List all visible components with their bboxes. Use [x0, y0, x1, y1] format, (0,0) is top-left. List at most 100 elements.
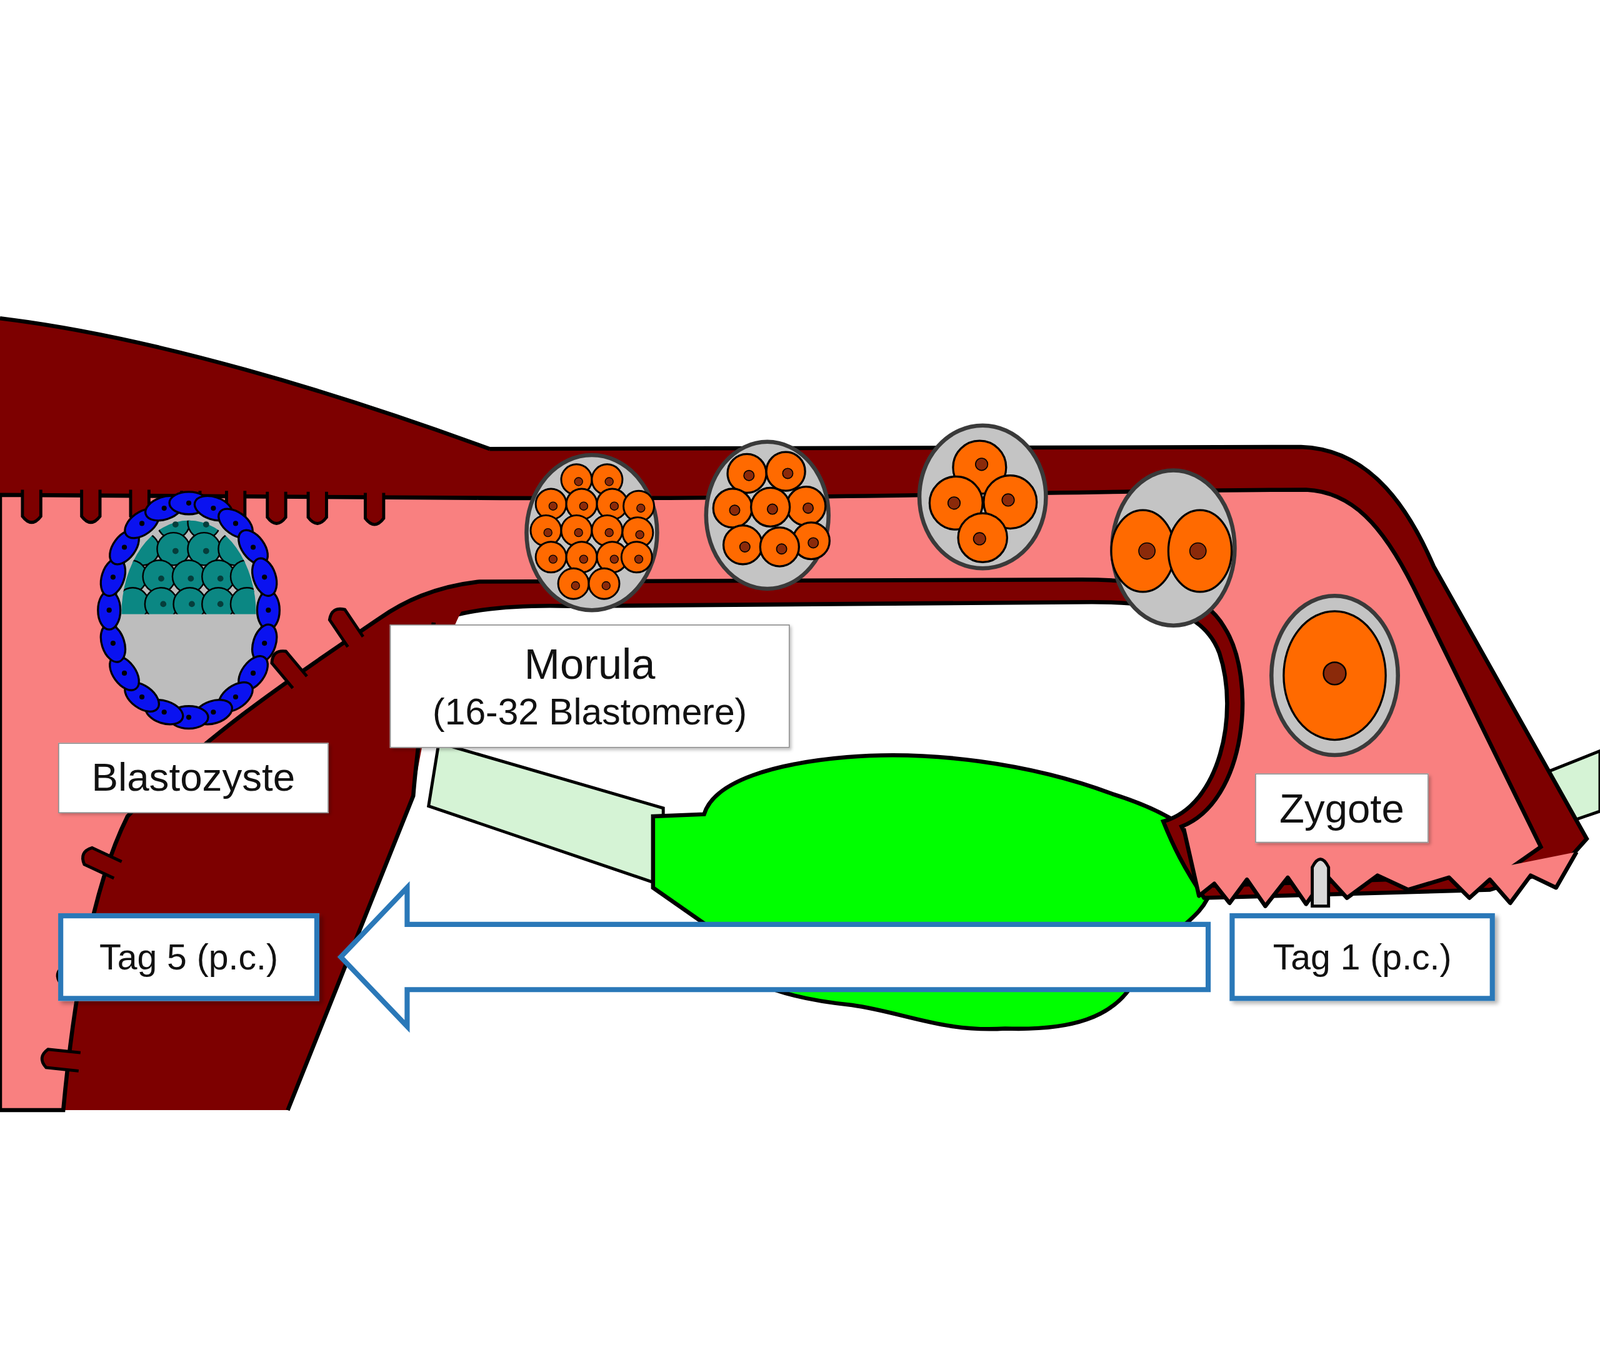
nucleus [729, 505, 740, 515]
gland [326, 605, 364, 647]
ligament [428, 742, 664, 886]
node-text: Zygote [1279, 783, 1405, 833]
stage-label: Zygote [1255, 773, 1429, 843]
inner-cell-mass-cell [173, 587, 207, 620]
blastomere [760, 527, 799, 567]
nucleus [1323, 661, 1347, 685]
gland [267, 491, 286, 524]
nucleus [261, 574, 267, 580]
blastomere [1111, 510, 1175, 592]
nucleus [571, 581, 580, 590]
nucleus [1138, 542, 1155, 559]
nucleus [121, 670, 127, 676]
nucleus [233, 694, 239, 700]
nucleus [635, 555, 644, 564]
nucleus [139, 520, 145, 526]
node-text: Tag 1 (p.c.) [1273, 935, 1452, 979]
nucleus [605, 528, 614, 537]
nucleus [975, 458, 989, 471]
gland [81, 490, 100, 523]
nucleus [210, 505, 216, 511]
nucleus [803, 503, 814, 514]
blastomere [530, 515, 562, 546]
nucleus [110, 574, 116, 580]
nucleus [188, 601, 195, 608]
zona-pellucida [526, 455, 657, 610]
node-text: Tag 5 (p.c.) [99, 935, 279, 979]
stage-label: Morula(16-32 Blastomere) [390, 624, 790, 749]
nucleus [543, 528, 552, 537]
nucleus [574, 528, 583, 537]
nucleus [767, 503, 778, 514]
nucleus [636, 503, 645, 512]
blastomere [535, 541, 567, 573]
inner-cell-mass-cell [145, 587, 178, 620]
gland [268, 647, 307, 689]
nucleus [172, 548, 179, 555]
nucleus [743, 470, 754, 481]
blastomere [727, 453, 767, 493]
nucleus [186, 715, 192, 720]
nucleus [579, 555, 588, 564]
zona-pellucida [919, 425, 1046, 569]
nucleus [158, 575, 165, 582]
nucleus [808, 537, 819, 548]
nucleus [261, 640, 267, 646]
nucleus [579, 501, 588, 510]
blastomere [591, 515, 623, 546]
nucleus [217, 601, 224, 608]
zygote-cell [1283, 611, 1386, 740]
nucleus [217, 575, 224, 582]
nucleus [605, 477, 614, 486]
blastomere [535, 488, 567, 520]
nucleus [1190, 542, 1207, 559]
nucleus [161, 505, 167, 511]
nucleus [250, 544, 256, 550]
stage-label: Blastozyste [58, 742, 329, 814]
fimbria-finger [1312, 859, 1329, 907]
nucleus [250, 670, 256, 676]
node-text: Blastozyste [91, 754, 296, 802]
blastomere [621, 541, 652, 573]
nucleus [635, 530, 644, 539]
nucleus [973, 532, 987, 545]
nucleus [160, 601, 167, 608]
nucleus [172, 521, 179, 528]
gland [80, 845, 122, 879]
nucleus [121, 544, 127, 550]
nucleus [948, 496, 961, 510]
gland [41, 1048, 81, 1072]
blastomere [723, 525, 763, 565]
zona-pellucida [706, 441, 829, 589]
nucleus [265, 607, 271, 613]
blastomere [566, 488, 597, 520]
nucleus [110, 640, 116, 646]
nucleus [106, 607, 112, 613]
nucleus [161, 709, 167, 715]
nucleus [203, 521, 210, 528]
blastomere [786, 486, 826, 526]
nucleus [574, 477, 583, 486]
nucleus [186, 500, 192, 506]
nucleus [776, 543, 787, 554]
gland [308, 491, 327, 524]
nucleus [139, 694, 145, 700]
zona-pellucida [1271, 595, 1398, 755]
gland [365, 492, 384, 525]
gland [22, 490, 41, 523]
blastomere [558, 568, 589, 599]
day-box: Tag 5 (p.c.) [58, 913, 320, 1001]
nucleus [548, 555, 557, 564]
blastomere [561, 515, 592, 546]
inner-cell-mass-cell [201, 587, 235, 620]
nucleus [740, 541, 750, 552]
node-text: (16-32 Blastomere) [432, 690, 747, 735]
nucleus [782, 468, 793, 479]
trophoblast-cell [248, 555, 282, 599]
day-box: Tag 1 (p.c.) [1229, 913, 1495, 1001]
nucleus [1001, 493, 1015, 507]
nucleus [610, 555, 619, 564]
uterus-outline [0, 318, 490, 449]
nucleus [187, 575, 194, 582]
inner-cell-mass-cell [116, 587, 149, 620]
